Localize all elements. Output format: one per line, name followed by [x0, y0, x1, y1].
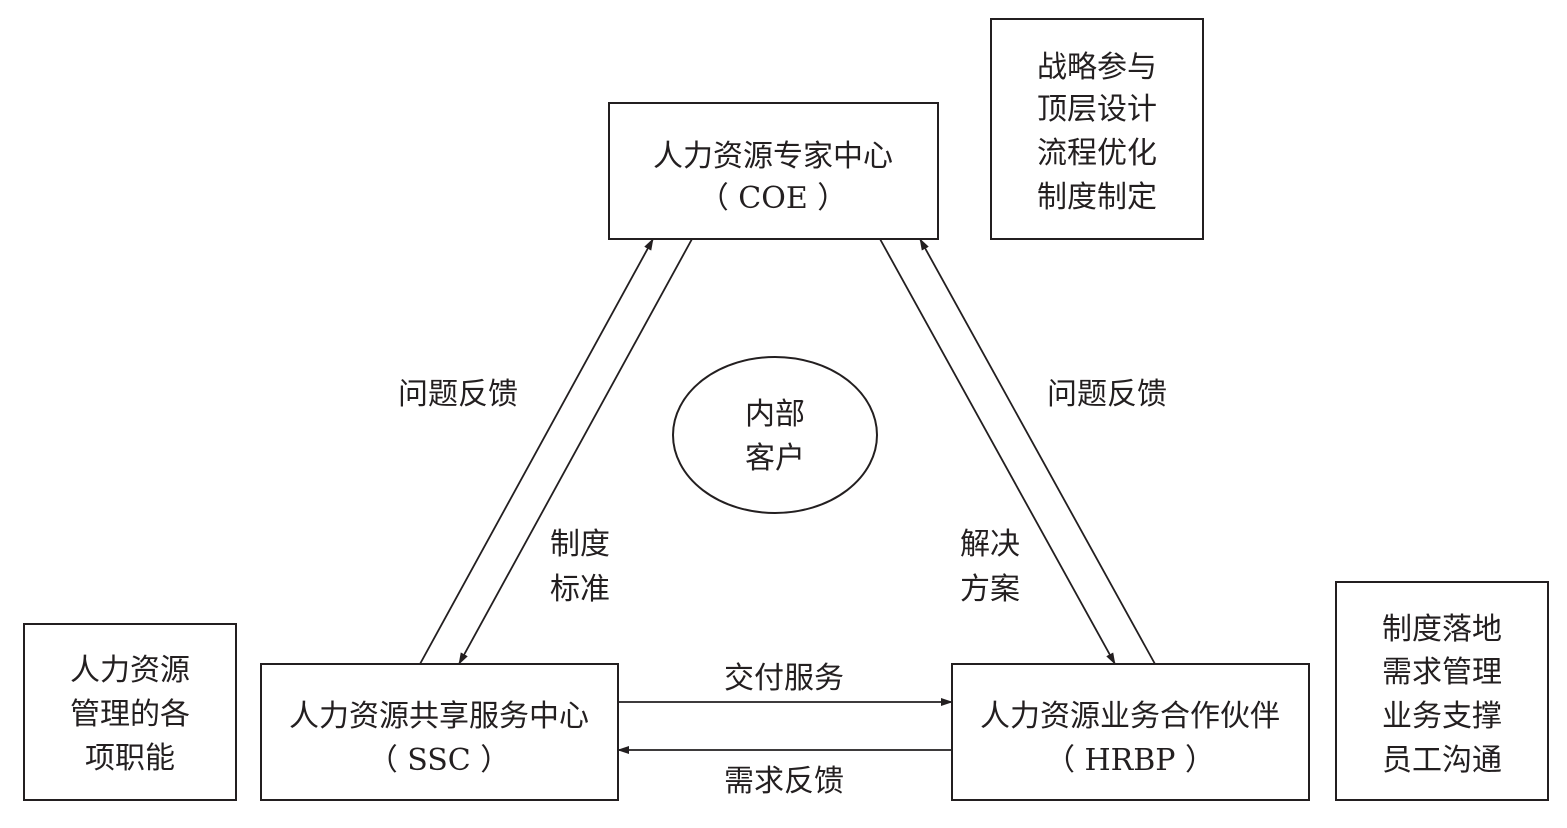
hrbp-note-box	[1335, 581, 1549, 801]
hrbp-node: 人力资源业务合作伙伴 （ HRBP ）	[951, 663, 1310, 801]
hrbp-note-line-3: 业务支撑	[1382, 699, 1502, 734]
arrow-coe-to-ssc	[458, 238, 693, 665]
hrbp-note-line-1: 制度落地	[1382, 612, 1502, 647]
hrbp-note-line-2: 需求管理	[1382, 655, 1502, 690]
coe-note-line-3: 流程优化	[1037, 136, 1157, 171]
edge-label-coe-to-ssc-line-2: 标准	[550, 572, 610, 607]
coe-box	[608, 102, 939, 240]
internal-customer-node: 内部 客户	[672, 356, 878, 514]
coe-note-line-2: 顶层设计	[1037, 92, 1157, 127]
ssc-abbr: （ SSC ）	[368, 743, 511, 778]
coe-abbr: （ COE ）	[699, 181, 848, 216]
ssc-note-box	[23, 623, 237, 801]
edge-label-coe-to-hrbp-line-2: 方案	[960, 572, 1020, 607]
coe-name: 人力资源专家中心	[653, 139, 893, 174]
edge-label-ssc-to-coe: 问题反馈	[398, 377, 518, 412]
ssc-note-line-3: 项职能	[85, 741, 175, 776]
ssc-name: 人力资源共享服务中心	[289, 699, 589, 734]
edge-label-coe-to-hrbp-line-1: 解决	[960, 527, 1020, 562]
edge-label-hrbp-to-ssc: 需求反馈	[724, 764, 844, 799]
ssc-note: 人力资源 管理的各 项职能	[23, 623, 237, 801]
edge-label-coe-to-ssc-line-1: 制度	[550, 527, 610, 562]
edge-label-ssc-to-hrbp: 交付服务	[724, 661, 844, 696]
internal-customer-ellipse	[672, 356, 878, 514]
coe-note: 战略参与 顶层设计 流程优化 制度制定	[990, 18, 1204, 240]
ssc-note-line-2: 管理的各	[70, 697, 190, 732]
coe-note-line-1: 战略参与	[1037, 50, 1157, 85]
arrow-hrbp-to-coe	[919, 238, 1156, 665]
internal-customer-line-1: 内部	[745, 397, 805, 432]
arrow-ssc-to-coe	[419, 238, 654, 665]
coe-note-box	[990, 18, 1204, 240]
hrbp-note-line-4: 员工沟通	[1382, 743, 1502, 778]
hrbp-abbr: （ HRBP ）	[1045, 743, 1215, 778]
hrbp-box	[951, 663, 1310, 801]
ssc-node: 人力资源共享服务中心 （ SSC ）	[260, 663, 619, 801]
hrbp-note: 制度落地 需求管理 业务支撑 员工沟通	[1335, 581, 1549, 801]
coe-node: 人力资源专家中心 （ COE ）	[608, 102, 939, 240]
edge-label-hrbp-to-coe: 问题反馈	[1047, 377, 1167, 412]
internal-customer-line-2: 客户	[745, 441, 805, 476]
ssc-box	[260, 663, 619, 801]
arrow-coe-to-hrbp	[879, 238, 1116, 665]
ssc-note-line-1: 人力资源	[70, 653, 190, 688]
coe-note-line-4: 制度制定	[1037, 180, 1157, 215]
hrbp-name: 人力资源业务合作伙伴	[980, 699, 1280, 734]
